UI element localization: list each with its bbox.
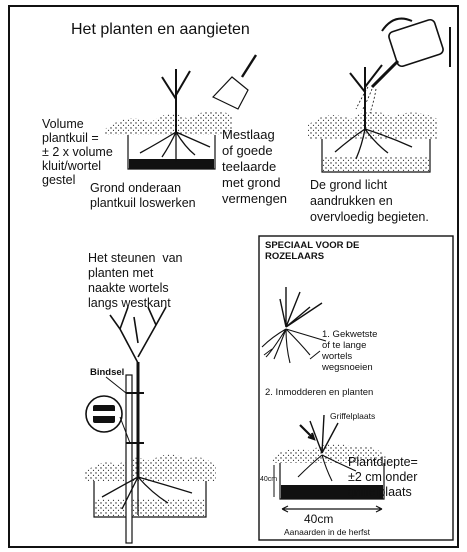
mestlaag-note: Mestlaag of goede teelaarde met grond ve… [222, 127, 287, 207]
roses-step2: 2. Inmodderen en planten [265, 387, 373, 398]
bindsel-label: Bindsel [90, 367, 124, 378]
aandrukken-note: De grond licht aandrukken en overvloedig… [310, 177, 429, 225]
griffelplaats-label: Griffelplaats [330, 411, 375, 421]
depth-label: 40cm [260, 475, 277, 485]
watering-can-icon [356, 18, 450, 113]
spade [213, 55, 256, 109]
watering-scene [308, 18, 450, 172]
width-label: 40cm [304, 512, 333, 527]
roots [140, 132, 210, 162]
roses-footer: Aanaarden in de herfst [284, 527, 370, 537]
stake [126, 375, 132, 543]
steunen-note: Het steunen van planten met naakte worte… [88, 251, 183, 311]
volume-note: Volume plantkuil = ± 2 x volume kluit/wo… [42, 117, 113, 187]
tie-detail-inset [86, 396, 130, 443]
roses-step1: 1. Gekwetste of te lange wortels wegsnoe… [322, 329, 377, 373]
instruction-sheet: Het planten en aangieten Volume plantkui… [8, 5, 459, 548]
staking-scene [84, 307, 216, 543]
grond-onderaan-note: Grond onderaan plantkuil loswerken [90, 181, 196, 211]
plantdiepte-note: Plantdiepte= ±2 cm onder griffelplaats [348, 455, 418, 500]
roses-heading: SPECIAAL VOOR DE ROZELAARS [265, 240, 359, 262]
tree-branches [110, 307, 166, 363]
manure-layer [129, 159, 214, 169]
sheet-title: Het planten en aangieten [71, 21, 250, 39]
